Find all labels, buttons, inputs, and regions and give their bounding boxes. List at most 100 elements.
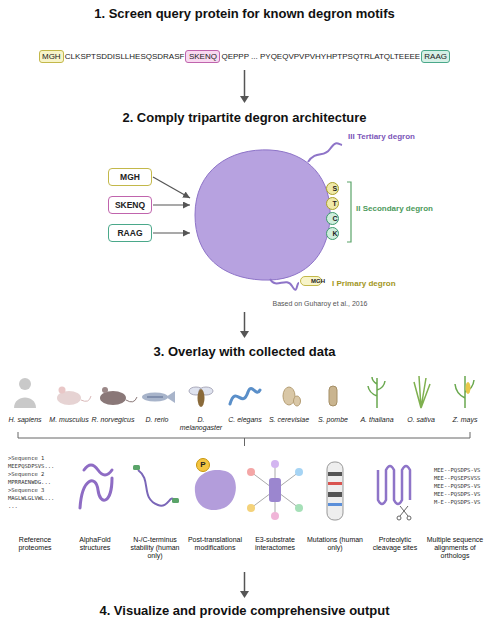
data-icon bbox=[172, 498, 179, 503]
data-icon bbox=[397, 516, 401, 520]
species-name: H. sapiens bbox=[3, 416, 47, 424]
bracket bbox=[18, 432, 470, 446]
species-icon bbox=[166, 391, 175, 403]
species-name: A. thaliana bbox=[355, 416, 399, 424]
data-icon bbox=[295, 468, 303, 476]
motif-box: MGH bbox=[108, 168, 152, 186]
node-text: S bbox=[333, 183, 338, 194]
data-type-label: Multiple sequence alignments of ortholog… bbox=[426, 536, 484, 560]
data-type-label: AlphaFold structures bbox=[66, 536, 124, 552]
node-text: C bbox=[333, 213, 338, 224]
sequence-text: MEE--PQSDPS-VS bbox=[434, 490, 480, 498]
protein-shape bbox=[190, 140, 340, 290]
sequence-text: MPRRAENWDG... bbox=[8, 478, 51, 486]
connector-arrow bbox=[153, 177, 190, 198]
step-arrow bbox=[244, 572, 246, 592]
node-text: MGH bbox=[311, 278, 325, 284]
node-text: T bbox=[333, 198, 337, 209]
species-name: O. sativa bbox=[399, 416, 443, 424]
species-icon bbox=[147, 397, 163, 398]
step-arrow bbox=[240, 70, 249, 598]
data-type-label: Mutations (human only) bbox=[306, 536, 364, 552]
data-icon bbox=[328, 503, 342, 506]
node-text: RAAG bbox=[117, 228, 142, 238]
species-icon bbox=[455, 376, 474, 408]
species-icon bbox=[368, 377, 385, 408]
node-text: P bbox=[200, 459, 205, 471]
species-name: S. pombe bbox=[311, 416, 355, 424]
species-icon bbox=[14, 398, 36, 409]
step-heading: 3. Overlay with collected data bbox=[0, 344, 489, 359]
residue-circle: T bbox=[326, 197, 339, 210]
ptm-circle: P bbox=[196, 458, 210, 472]
species-name: D. melanogaster bbox=[179, 416, 223, 431]
data-icon bbox=[138, 470, 174, 506]
node-text: MGH bbox=[42, 52, 61, 61]
species-icon bbox=[81, 396, 91, 401]
motif-bubble: MGH bbox=[300, 276, 322, 286]
species-icon bbox=[329, 386, 337, 406]
data-icon bbox=[247, 468, 255, 476]
data-icon bbox=[133, 465, 140, 470]
data-icon bbox=[271, 460, 279, 468]
species-icon bbox=[19, 378, 31, 390]
data-icon bbox=[195, 470, 236, 510]
motif-highlight: MGH bbox=[39, 50, 64, 63]
data-icon bbox=[400, 506, 408, 516]
step-heading: 4. Visualize and provide comprehensive o… bbox=[0, 603, 489, 618]
node-text: MGH bbox=[120, 172, 140, 182]
step-arrow bbox=[240, 331, 249, 338]
sequence-text: >Sequence 2 bbox=[8, 470, 44, 478]
step-arrow bbox=[240, 96, 249, 103]
species-name: Z. mays bbox=[443, 416, 487, 424]
species-name: M. musculus bbox=[47, 416, 91, 424]
citation: Based on Guharoy et al., 2016 bbox=[255, 300, 385, 307]
motif-highlight: SKENQ bbox=[185, 50, 220, 63]
protein-shape bbox=[195, 150, 330, 280]
species-icon bbox=[142, 393, 168, 402]
step-arrow bbox=[240, 591, 249, 598]
residue-circle: K bbox=[326, 227, 339, 240]
node-text: SKENQ bbox=[189, 52, 217, 61]
protein-shape bbox=[308, 143, 342, 162]
node-text: II Secondary degron bbox=[356, 204, 433, 213]
data-icon bbox=[80, 465, 112, 508]
species-icon bbox=[294, 396, 301, 406]
data-icon bbox=[271, 512, 279, 520]
data-icon bbox=[328, 472, 342, 476]
node-text: SKENQ bbox=[115, 200, 145, 210]
species-icon bbox=[59, 387, 66, 394]
node-text: III Tertiary degron bbox=[348, 132, 415, 141]
data-type-label: Proteolytic cleavage sites bbox=[366, 536, 424, 552]
sequence-text: CLKSPTSDDISLLHESQSDRASF bbox=[65, 52, 185, 61]
species-icon bbox=[100, 391, 126, 405]
motif-box: SKENQ bbox=[108, 196, 152, 214]
data-icon bbox=[80, 460, 411, 520]
data-icon bbox=[328, 492, 342, 497]
sequence-text: MEE--PQSDPS-VS bbox=[434, 466, 480, 474]
protein-shape bbox=[347, 182, 351, 242]
species-icon bbox=[198, 389, 205, 407]
species-name: S. cerevisiae bbox=[267, 416, 311, 424]
data-icon bbox=[328, 482, 342, 485]
data-icon bbox=[269, 478, 281, 502]
species-icon bbox=[126, 397, 137, 402]
connector-arrow bbox=[153, 232, 190, 233]
step-arrow bbox=[244, 312, 246, 332]
step-arrow bbox=[244, 70, 246, 97]
species-icon bbox=[102, 387, 108, 393]
species-name: R. norvegicus bbox=[91, 416, 135, 424]
data-type-label: N-/C-terminus stability (human only) bbox=[126, 536, 184, 560]
sequence-text: MAGLWLGLVWL... bbox=[8, 494, 54, 502]
sequence-text: M-E--PQSDPS-VS bbox=[434, 498, 480, 506]
step-heading: 1. Screen query protein for known degron… bbox=[0, 6, 489, 21]
step-heading: 2. Comply tripartite degron architecture bbox=[0, 110, 489, 125]
data-icon bbox=[407, 516, 411, 520]
species-name: C. elegans bbox=[223, 416, 267, 424]
node-text: I Primary degron bbox=[332, 279, 396, 288]
data-type-label: Reference proteomes bbox=[6, 536, 64, 552]
protein-node: III Tertiary degronII Secondary degronI … bbox=[190, 140, 340, 290]
sequence-text: QEPPP ... PYQEQVPVPVHYHPTPSQTRLATQLTEEEE bbox=[221, 52, 420, 61]
